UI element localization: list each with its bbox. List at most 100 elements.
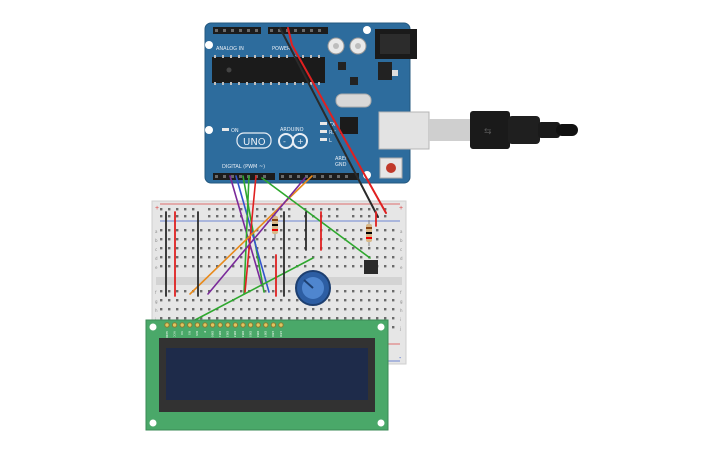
breadboard-hole[interactable]: [200, 308, 203, 311]
breadboard-hole[interactable]: [272, 256, 275, 259]
breadboard-hole[interactable]: [368, 308, 371, 311]
breadboard-hole[interactable]: [264, 247, 267, 250]
breadboard-hole[interactable]: [160, 299, 163, 302]
breadboard-hole[interactable]: [360, 290, 363, 293]
breadboard-hole[interactable]: [288, 265, 291, 268]
breadboard-hole[interactable]: [176, 215, 179, 218]
breadboard-hole[interactable]: [240, 290, 243, 293]
wire-green-d4[interactable]: [243, 175, 250, 295]
breadboard-hole[interactable]: [200, 290, 203, 293]
breadboard-hole[interactable]: [176, 290, 179, 293]
breadboard-hole[interactable]: [352, 290, 355, 293]
breadboard-hole[interactable]: [336, 229, 339, 232]
breadboard-hole[interactable]: [376, 229, 379, 232]
breadboard-hole[interactable]: [216, 299, 219, 302]
breadboard-hole[interactable]: [168, 215, 171, 218]
breadboard-hole[interactable]: [392, 238, 395, 241]
breadboard-hole[interactable]: [256, 290, 259, 293]
breadboard-hole[interactable]: [288, 290, 291, 293]
breadboard-hole[interactable]: [192, 299, 195, 302]
breadboard-hole[interactable]: [208, 256, 211, 259]
breadboard-hole[interactable]: [176, 299, 179, 302]
breadboard-hole[interactable]: [264, 290, 267, 293]
breadboard-hole[interactable]: [192, 208, 195, 211]
breadboard-hole[interactable]: [344, 290, 347, 293]
breadboard-hole[interactable]: [240, 317, 243, 320]
breadboard-hole[interactable]: [336, 208, 339, 211]
breadboard-hole[interactable]: [280, 317, 283, 320]
breadboard-hole[interactable]: [216, 290, 219, 293]
resistor-2[interactable]: [366, 220, 372, 246]
breadboard-hole[interactable]: [224, 215, 227, 218]
breadboard-hole[interactable]: [336, 317, 339, 320]
lcd-pin[interactable]: [270, 322, 277, 328]
breadboard-hole[interactable]: [352, 229, 355, 232]
breadboard-hole[interactable]: [312, 247, 315, 250]
breadboard-hole[interactable]: [360, 208, 363, 211]
breadboard-hole[interactable]: [216, 208, 219, 211]
breadboard-hole[interactable]: [184, 308, 187, 311]
breadboard-hole[interactable]: [384, 290, 387, 293]
breadboard-hole[interactable]: [392, 326, 395, 329]
breadboard-hole[interactable]: [352, 256, 355, 259]
digital-header-low[interactable]: [213, 173, 275, 180]
breadboard-hole[interactable]: [384, 308, 387, 311]
lcd-pin[interactable]: [187, 322, 193, 328]
breadboard-hole[interactable]: [272, 299, 275, 302]
analog-header[interactable]: [213, 27, 261, 34]
breadboard-hole[interactable]: [232, 265, 235, 268]
breadboard-hole[interactable]: [280, 247, 283, 250]
breadboard-hole[interactable]: [248, 308, 251, 311]
breadboard-hole[interactable]: [272, 247, 275, 250]
breadboard-hole[interactable]: [360, 308, 363, 311]
breadboard-hole[interactable]: [256, 265, 259, 268]
breadboard-hole[interactable]: [288, 317, 291, 320]
breadboard-hole[interactable]: [192, 308, 195, 311]
breadboard-hole[interactable]: [256, 308, 259, 311]
breadboard-hole[interactable]: [208, 317, 211, 320]
breadboard-hole[interactable]: [392, 308, 395, 311]
breadboard-hole[interactable]: [264, 256, 267, 259]
breadboard-hole[interactable]: [376, 256, 379, 259]
breadboard-hole[interactable]: [264, 238, 267, 241]
breadboard-hole[interactable]: [232, 247, 235, 250]
breadboard-hole[interactable]: [320, 308, 323, 311]
breadboard-hole[interactable]: [304, 256, 307, 259]
breadboard-hole[interactable]: [200, 317, 203, 320]
breadboard-hole[interactable]: [256, 215, 259, 218]
breadboard-hole[interactable]: [160, 290, 163, 293]
breadboard-hole[interactable]: [272, 290, 275, 293]
breadboard-hole[interactable]: [352, 208, 355, 211]
breadboard-hole[interactable]: [184, 238, 187, 241]
wire-5v-red[interactable]: [287, 27, 387, 214]
breadboard-hole[interactable]: [384, 238, 387, 241]
breadboard-hole[interactable]: [200, 229, 203, 232]
breadboard-hole[interactable]: [336, 256, 339, 259]
breadboard-hole[interactable]: [184, 229, 187, 232]
breadboard-hole[interactable]: [216, 229, 219, 232]
breadboard-hole[interactable]: [160, 317, 163, 320]
breadboard-hole[interactable]: [232, 229, 235, 232]
breadboard-hole[interactable]: [280, 299, 283, 302]
breadboard-hole[interactable]: [384, 247, 387, 250]
breadboard-hole[interactable]: [224, 256, 227, 259]
breadboard-hole[interactable]: [352, 238, 355, 241]
breadboard-hole[interactable]: [248, 299, 251, 302]
breadboard-hole[interactable]: [168, 290, 171, 293]
breadboard-hole[interactable]: [168, 229, 171, 232]
breadboard-hole[interactable]: [224, 238, 227, 241]
breadboard-hole[interactable]: [376, 299, 379, 302]
breadboard-hole[interactable]: [352, 247, 355, 250]
breadboard-hole[interactable]: [248, 265, 251, 268]
breadboard-hole[interactable]: [168, 247, 171, 250]
breadboard-hole[interactable]: [176, 229, 179, 232]
breadboard-hole[interactable]: [208, 229, 211, 232]
breadboard-hole[interactable]: [280, 265, 283, 268]
breadboard-hole[interactable]: [288, 247, 291, 250]
breadboard-hole[interactable]: [280, 215, 283, 218]
power-header[interactable]: [268, 27, 328, 34]
breadboard-hole[interactable]: [376, 247, 379, 250]
breadboard-hole[interactable]: [384, 208, 387, 211]
breadboard-hole[interactable]: [336, 290, 339, 293]
